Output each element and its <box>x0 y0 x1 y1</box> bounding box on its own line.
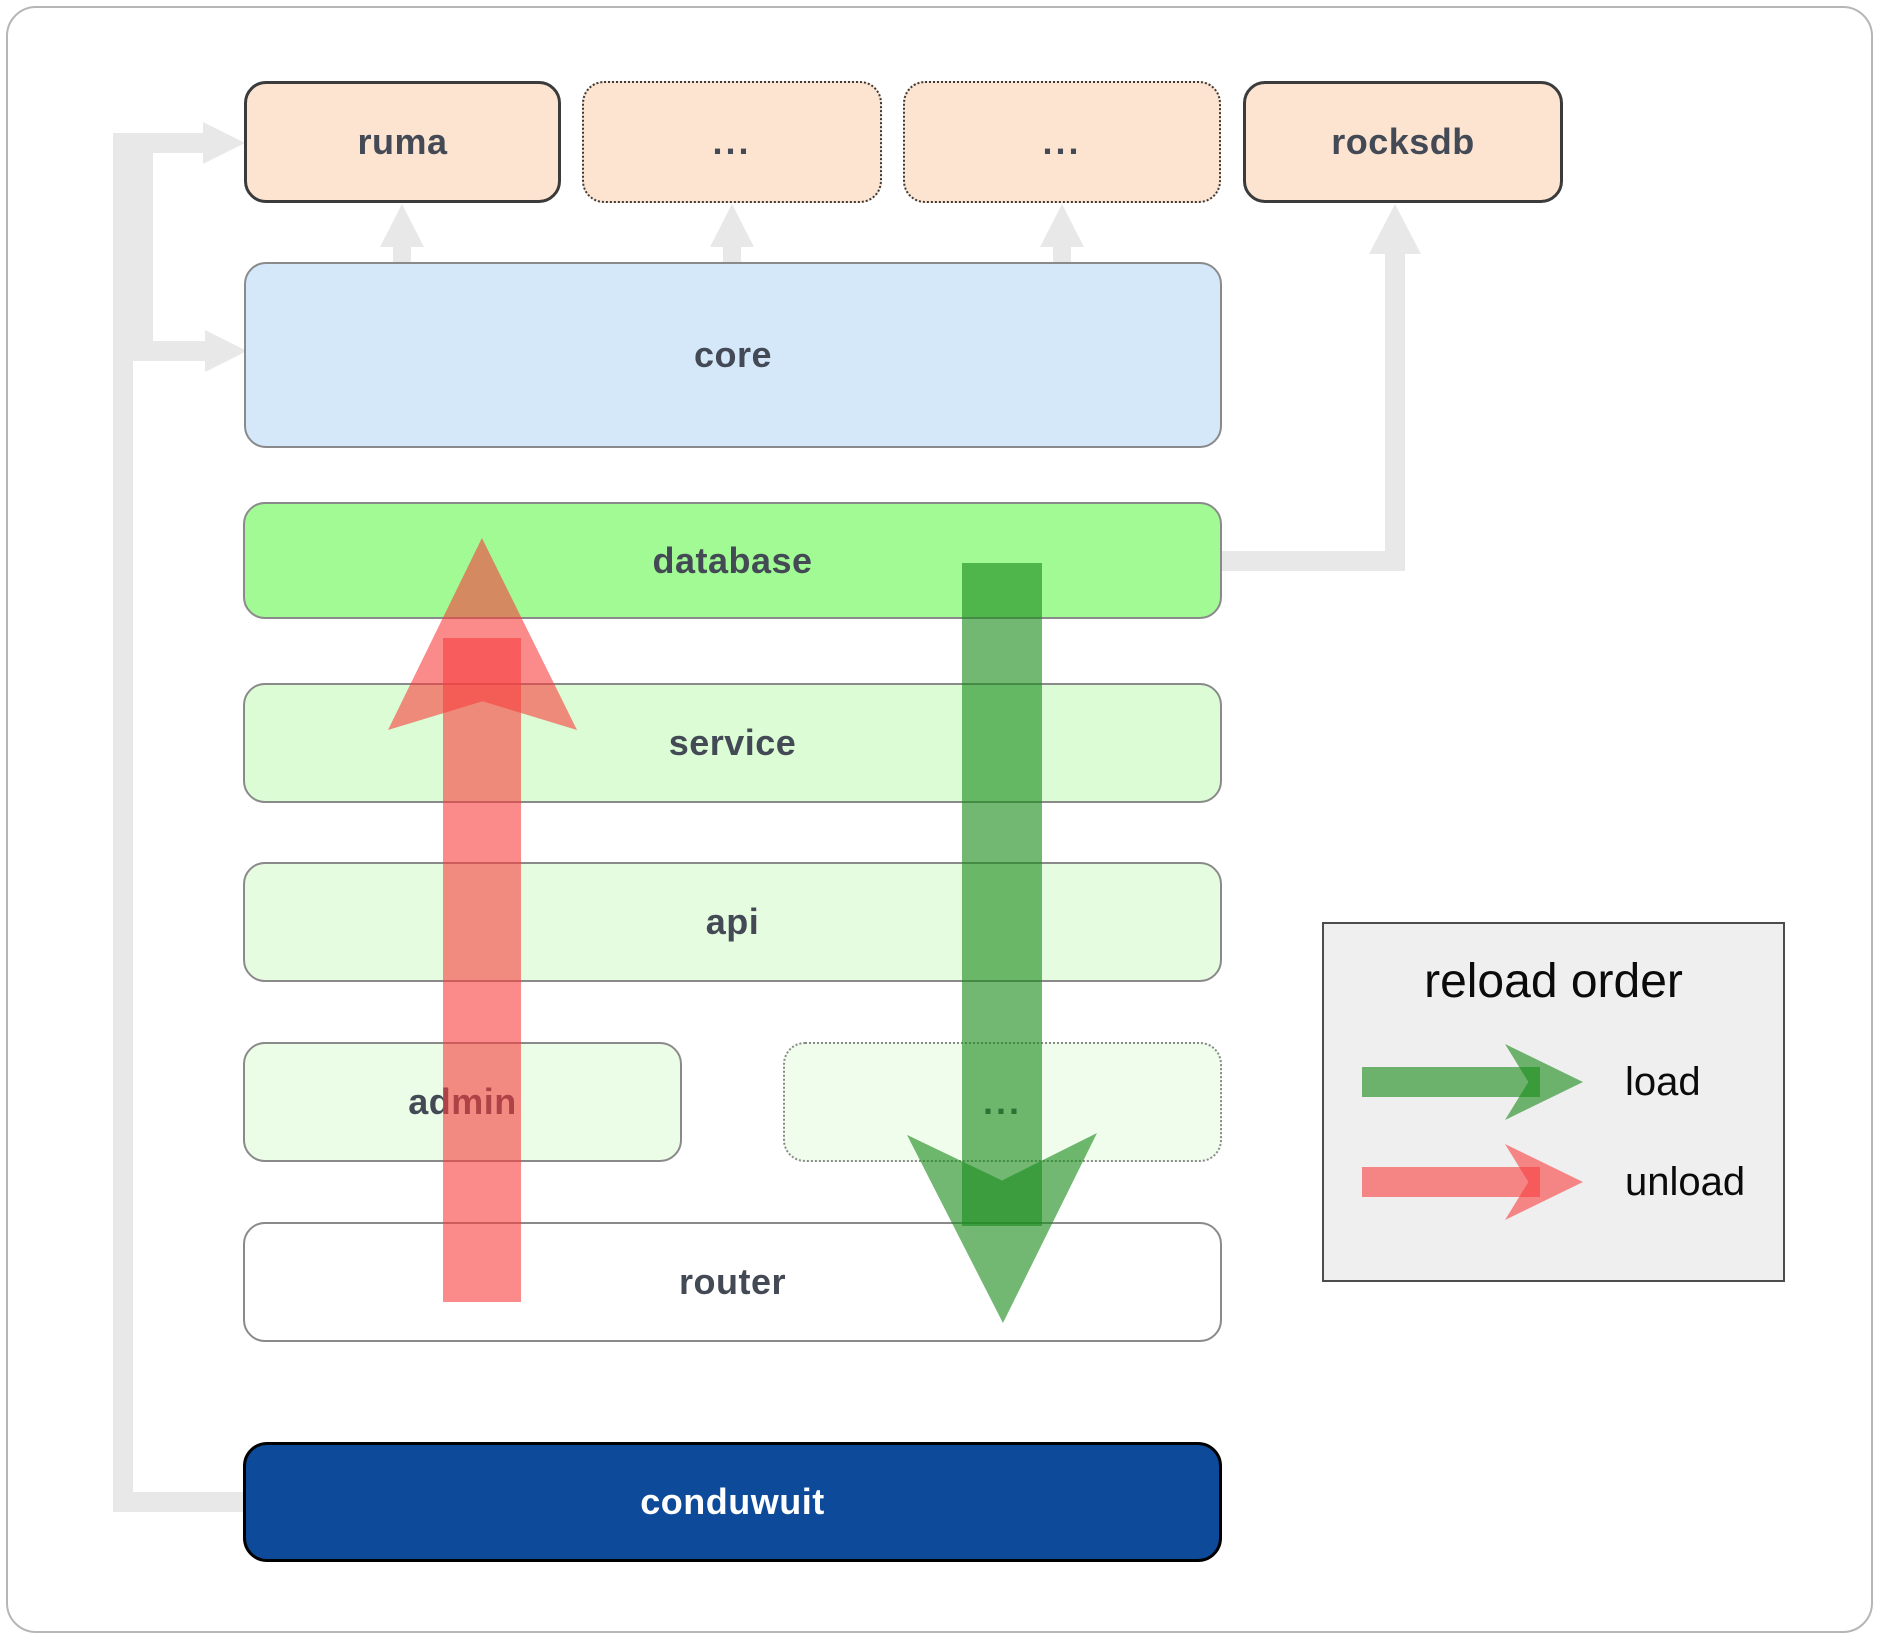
box-ruma-label: ruma <box>357 121 448 162</box>
box-ruma: ruma <box>244 81 561 203</box>
box-router: router <box>243 1222 1222 1342</box>
connector-core-to-ext1 <box>723 246 741 263</box>
legend-load-arrow-shaft <box>1362 1067 1540 1097</box>
legend-load-label: load <box>1625 1060 1701 1104</box>
connector-to-core <box>133 341 209 361</box>
connector-core-to-ruma <box>393 246 411 263</box>
connector-conduwuit-vertical <box>113 133 133 1512</box>
legend-title: reload order <box>1424 955 1683 1008</box>
box-ext1-label: ... <box>712 121 752 162</box>
box-ext2: ... <box>903 81 1221 203</box>
legend-unload-label: unload <box>1625 1160 1746 1204</box>
box-core-label: core <box>693 334 773 375</box>
box-conduwuit: conduwuit <box>243 1442 1222 1562</box>
box-service-label: service <box>668 722 797 763</box>
legend: reload order <box>1322 922 1785 1282</box>
diagram-outer-frame <box>6 6 1873 1633</box>
box-ext1: ... <box>582 81 882 203</box>
box-api: api <box>243 862 1222 982</box>
box-conduwuit-label: conduwuit <box>640 1481 825 1522</box>
connector-database-horizontal <box>1222 551 1405 571</box>
connector-branch-vertical <box>133 140 153 361</box>
box-router-label: router <box>678 1261 786 1302</box>
connector-database-vertical <box>1385 253 1405 571</box>
connector-conduwuit-horizontal <box>113 1492 243 1512</box>
legend-unload-arrow-shaft <box>1362 1167 1540 1197</box>
connector-core-to-ext2 <box>1053 246 1071 263</box>
box-rocksdb: rocksdb <box>1243 81 1563 203</box>
connector-to-ruma <box>113 133 205 153</box>
box-database: database <box>243 502 1222 619</box>
box-service: service <box>243 683 1222 803</box>
unload-arrow-shaft <box>443 638 521 1302</box>
box-database-label: database <box>652 539 813 581</box>
box-core: core <box>244 262 1222 448</box>
load-arrow-shaft <box>962 563 1042 1226</box>
box-ext2-label: ... <box>1042 121 1082 162</box>
box-rocksdb-label: rocksdb <box>1331 121 1475 162</box>
box-api-label: api <box>705 901 760 942</box>
